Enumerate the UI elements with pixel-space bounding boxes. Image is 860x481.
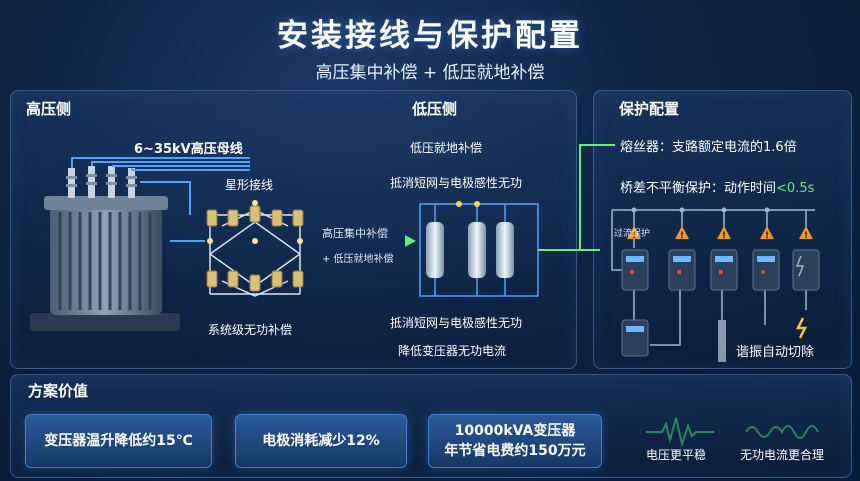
offset-reactive-bottom-label: 抵消短网与电极感性无功 — [390, 316, 523, 330]
svg-text:!: ! — [680, 231, 684, 241]
bridge-time-value: <0.5s — [776, 181, 815, 196]
bridge-protection-rule: 桥差不平衡保护：动作时间<0.5s — [620, 177, 814, 196]
svg-text:!: ! — [804, 231, 808, 241]
offset-reactive-top-label: 抵消短网与电极感性无功 — [390, 176, 523, 190]
star-connection-bank — [206, 200, 304, 297]
lv-capacitor-bank — [419, 201, 539, 297]
value-card-savings: 10000kVA变压器 年节省电费约150万元 — [428, 414, 602, 468]
page-title: 安装接线与保护配置 — [277, 18, 583, 54]
fuse-text: 支路额定电流的1.6倍 — [672, 140, 797, 155]
resonance-cutoff-label: 谐振自动切除 — [736, 345, 815, 360]
arrow-label-lv-local: + 低压就地补偿 — [322, 254, 394, 265]
protection-title: 保护配置 — [619, 100, 680, 118]
page-subtitle: 高压集中补偿 + 低压就地补偿 — [315, 63, 545, 83]
bridge-prefix: 桥差不平衡保护： — [620, 181, 725, 196]
svg-text:!: ! — [722, 231, 726, 241]
protection-devices — [621, 249, 820, 362]
lv-side-title: 低压侧 — [412, 100, 458, 118]
local-compensation-label: 低压就地补偿 — [410, 141, 483, 155]
fuse-prefix: 熔丝器： — [620, 140, 673, 155]
svg-text:!: ! — [632, 231, 636, 241]
reduce-current-label: 降低变压器无功电流 — [398, 344, 507, 358]
arrow-label-hv-central: 高压集中补偿 — [322, 227, 388, 240]
value-card-temperature: 变压器温升降低约15℃ — [25, 414, 212, 468]
overcurrent-label: 过流保护 — [614, 229, 651, 239]
star-connection-label: 星形接线 — [225, 178, 274, 192]
voltage-stable-label: 电压更平稳 — [646, 448, 707, 462]
savings-line-2: 年节省电费约150万元 — [444, 443, 586, 459]
hv-bus-label: 6~35kV高压母线 — [134, 142, 243, 157]
system-compensation-label: 系统级无功补偿 — [208, 323, 293, 337]
value-card-electrode: 电极消耗减少12% — [235, 414, 407, 468]
transformer-icon — [30, 166, 180, 331]
svg-text:!: ! — [765, 231, 769, 241]
reactive-current-label: 无功电流更合理 — [740, 448, 825, 462]
savings-line-1: 10000kVA变压器 — [454, 423, 576, 439]
bridge-text: 动作时间 — [724, 181, 777, 196]
fuse-rule: 熔丝器：支路额定电流的1.6倍 — [620, 136, 797, 155]
warning-icon-group: !!! !! — [627, 226, 813, 241]
value-title: 方案价值 — [28, 382, 89, 400]
hv-side-title: 高压侧 — [26, 100, 72, 118]
